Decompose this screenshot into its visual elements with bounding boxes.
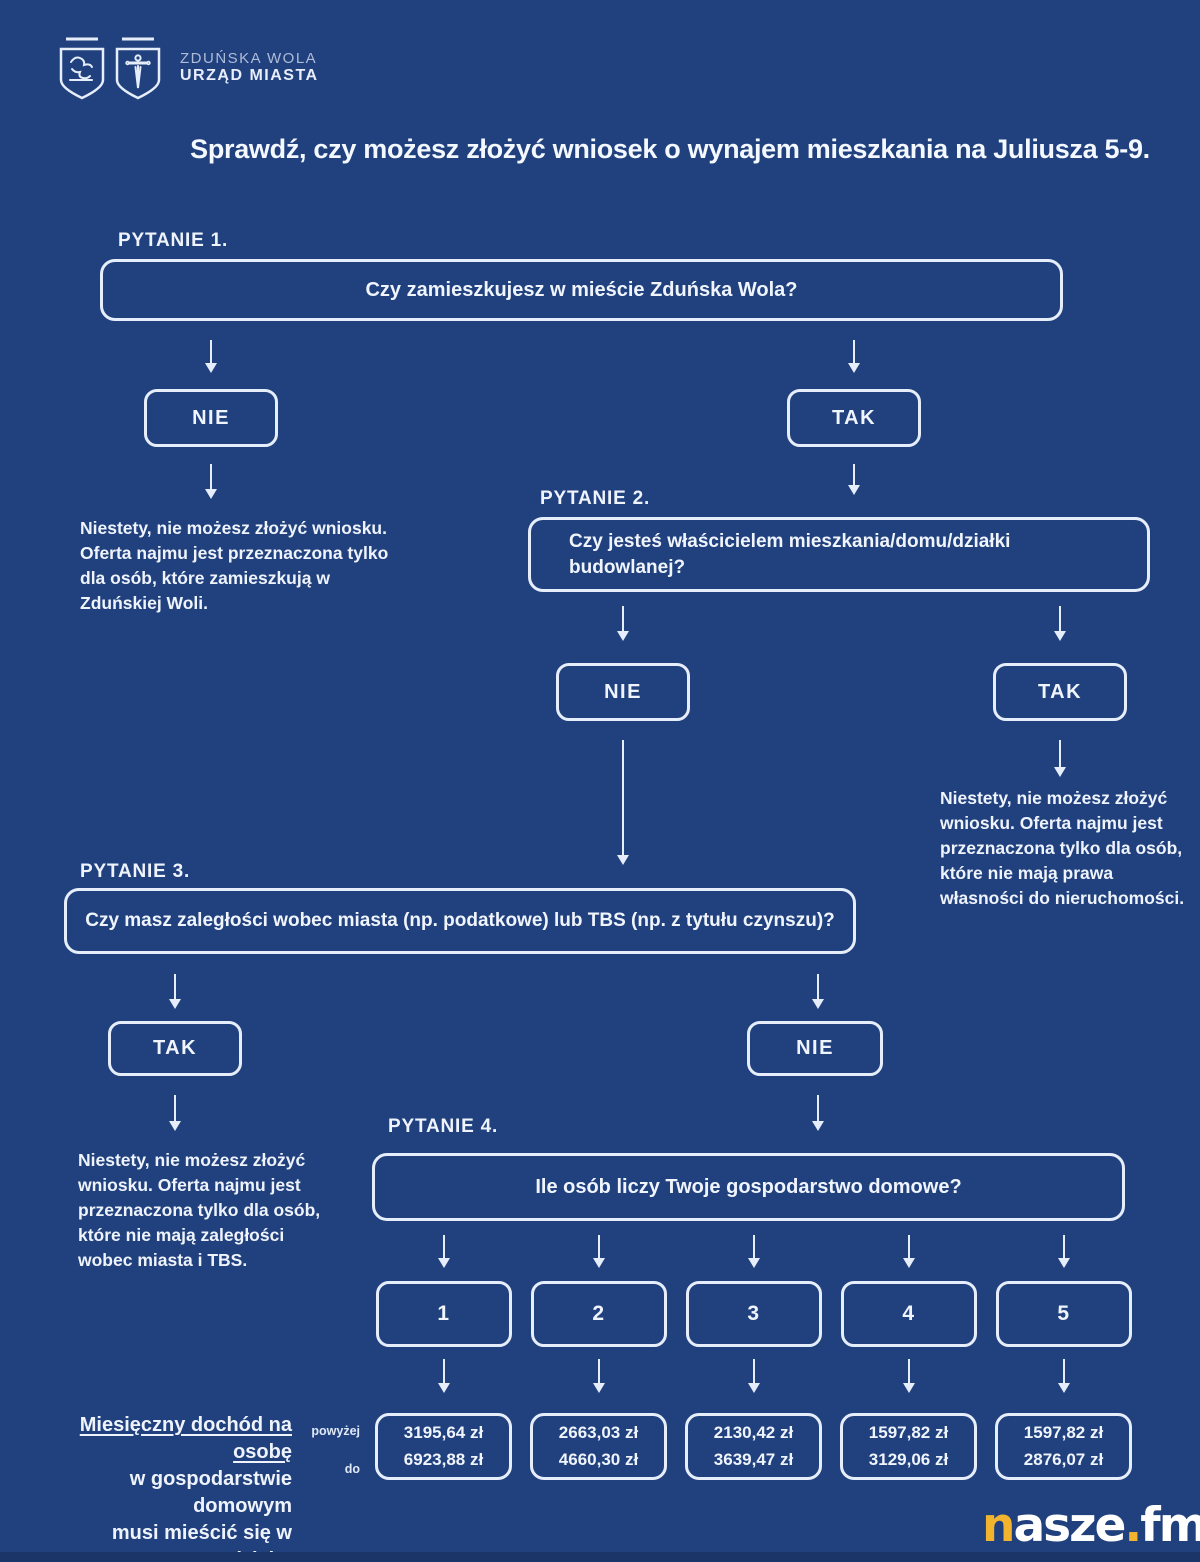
arrow-down-icon (174, 1095, 176, 1122)
income-to-value: 3129,06 zł (868, 1450, 949, 1469)
question1-box: Czy zamieszkujesz w mieście Zduńska Wola… (100, 259, 1063, 321)
household-size-4-box: 4 (841, 1281, 977, 1347)
brand-asze: asze (1013, 1498, 1126, 1553)
arrow-down-icon (908, 1235, 910, 1259)
logo-text: ZDUŃSKA WOLA URZĄD MIASTA (180, 50, 319, 86)
household-size-2-box: 2 (531, 1281, 667, 1347)
arrow-down-icon (853, 340, 855, 364)
logo-office-name: URZĄD MIASTA (180, 67, 319, 85)
city-logo: ZDUŃSKA WOLA URZĄD MIASTA (58, 36, 319, 108)
brand-dot: . (1124, 1498, 1142, 1553)
income-range-4-box: 1597,82 zł 3129,06 zł (840, 1413, 977, 1480)
income-range-3-box: 2130,42 zł 3639,47 zł (685, 1413, 822, 1480)
sword-shield-icon (115, 37, 161, 100)
arrow-down-long-icon (622, 740, 624, 856)
income-above-value: 1597,82 zł (868, 1423, 949, 1442)
row-label-to: do (344, 1462, 360, 1476)
income-note-line1: Miesięczny dochód na osobę (79, 1414, 292, 1463)
income-to-value: 2876,07 zł (1023, 1450, 1104, 1469)
arrow-down-icon (1063, 1359, 1065, 1384)
question4-label: PYTANIE 4. (388, 1116, 499, 1137)
question1-label: PYTANIE 1. (118, 230, 229, 251)
income-note: Miesięczny dochód na osobę w gospodarstw… (30, 1412, 292, 1562)
question4-box: Ile osób liczy Twoje gospodarstwo domowe… (372, 1153, 1125, 1221)
arrow-down-icon (174, 974, 176, 1000)
income-above-value: 3195,64 zł (403, 1423, 484, 1442)
arrow-down-icon (753, 1235, 755, 1259)
q1-answer-yes-box: TAK (787, 389, 921, 447)
income-to-value: 3639,47 zł (713, 1450, 794, 1469)
brand-n: n (982, 1498, 1015, 1553)
arrow-down-icon (210, 464, 212, 490)
question2-box: Czy jesteś właścicielem mieszkania/domu/… (528, 517, 1150, 592)
q3-answer-yes-box: TAK (108, 1021, 242, 1076)
brand-fm: fm (1140, 1498, 1200, 1553)
income-above-value: 2663,03 zł (558, 1423, 639, 1442)
arrow-down-icon (598, 1359, 600, 1384)
income-to-value: 6923,88 zł (403, 1450, 484, 1469)
q3-rejection-text: Niestety, nie możesz złożyć wniosku. Ofe… (78, 1150, 321, 1270)
arrow-down-icon (908, 1359, 910, 1384)
q2-rejection-text: Niestety, nie możesz złożyć wniosku. Ofe… (940, 788, 1185, 908)
income-note-line2: w gospodarstwie domowym (129, 1468, 292, 1517)
income-range-1-box: 3195,64 zł 6923,88 zł (375, 1413, 512, 1480)
arrow-down-icon (443, 1359, 445, 1384)
income-above-value: 1597,82 zł (1023, 1423, 1104, 1442)
q2-answer-yes-box: TAK (993, 663, 1127, 721)
row-label-above: powyżej (311, 1424, 360, 1438)
arrow-down-icon (853, 464, 855, 486)
income-range-5-box: 1597,82 zł 2876,07 zł (995, 1413, 1132, 1480)
arrow-down-icon (598, 1235, 600, 1259)
arrow-down-icon (817, 974, 819, 1000)
bottom-strip (0, 1552, 1200, 1562)
household-size-3-box: 3 (686, 1281, 822, 1347)
q3-answer-no-box: NIE (747, 1021, 883, 1076)
arrow-down-icon (622, 606, 624, 632)
question2-label: PYTANIE 2. (540, 488, 651, 509)
nasze-fm-logo: nasze.fm (982, 1498, 1200, 1553)
arrow-down-icon (1063, 1235, 1065, 1259)
logo-city-name: ZDUŃSKA WOLA (180, 50, 318, 67)
q1-rejection-text: Niestety, nie możesz złożyć wniosku. Ofe… (80, 518, 389, 613)
income-above-value: 2130,42 zł (713, 1423, 794, 1442)
arrow-down-icon (1059, 740, 1061, 768)
arrow-down-icon (1059, 606, 1061, 632)
arrow-down-icon (753, 1359, 755, 1384)
q1-answer-no-box: NIE (144, 389, 278, 447)
income-range-2-box: 2663,03 zł 4660,30 zł (530, 1413, 667, 1480)
question3-label: PYTANIE 3. (80, 861, 191, 882)
question3-box: Czy masz zaległości wobec miasta (np. po… (64, 888, 856, 954)
q2-answer-no-box: NIE (556, 663, 690, 721)
page-title: Sprawdź, czy możesz złożyć wniosek o wyn… (190, 134, 1150, 164)
household-size-1-box: 1 (376, 1281, 512, 1347)
arrow-down-icon (817, 1095, 819, 1122)
household-size-5-box: 5 (996, 1281, 1132, 1347)
arrow-down-icon (210, 340, 212, 364)
arrow-down-icon (443, 1235, 445, 1259)
lion-shield-icon (59, 37, 105, 100)
income-to-value: 4660,30 zł (558, 1450, 639, 1469)
